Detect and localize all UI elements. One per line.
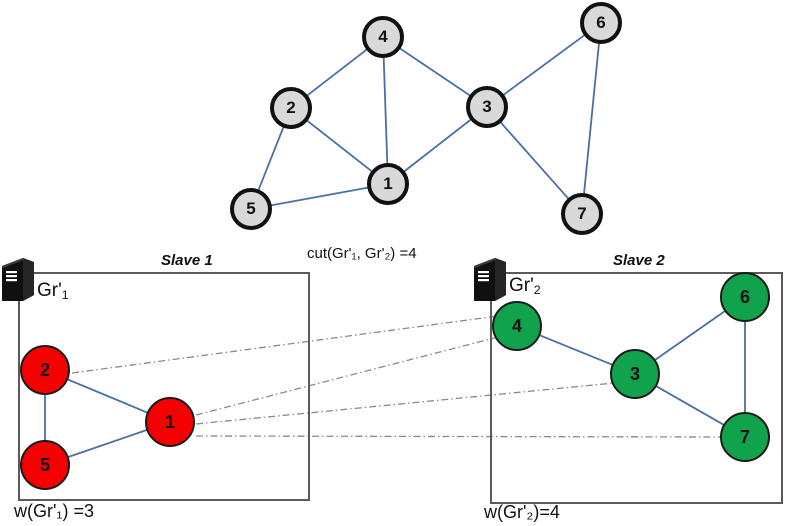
slave1-graph-name-prefix: Gr' — [37, 280, 62, 301]
slave2-edge-4-3 — [539, 334, 613, 366]
slave1-node-5[interactable]: 5 — [20, 440, 70, 490]
map-1-to-3 — [195, 382, 615, 425]
slave2-server-rack-icon — [473, 257, 507, 308]
slave1-weight-label: w(Gr'₁) =3 — [14, 501, 95, 521]
map-1-to-7 — [195, 435, 726, 438]
slave1-graph-edges — [44, 378, 148, 458]
slave2-graph-name-subscript: 2 — [533, 283, 541, 298]
main-edge-2-4 — [306, 48, 368, 97]
main-node-2-label: 2 — [286, 98, 296, 117]
main-node-4[interactable]: 4 — [362, 16, 404, 58]
main-edge-6-7 — [583, 42, 600, 195]
cut-value-label: cut(Gr'₁, Gr'₂) =4 — [307, 245, 417, 262]
slave1-graph-name: Gr'1 — [37, 280, 69, 302]
slave1-panel — [18, 272, 310, 501]
main-edge-3-7 — [500, 121, 569, 200]
main-node-4-label: 4 — [378, 27, 388, 46]
slave2-node-7-label: 7 — [739, 426, 750, 447]
slave1-node-2-label: 2 — [39, 359, 50, 380]
main-node-2[interactable]: 2 — [270, 87, 312, 129]
slave1-node-5-label: 5 — [39, 454, 50, 475]
main-edge-2-5 — [257, 126, 285, 191]
slave1-server-rack-icon — [1, 257, 35, 308]
slave2-node-7[interactable]: 7 — [720, 412, 770, 462]
main-node-7[interactable]: 7 — [561, 193, 603, 235]
main-node-3-label: 3 — [482, 97, 492, 116]
main-node-1-label: 1 — [383, 174, 393, 193]
main-node-5[interactable]: 5 — [230, 188, 272, 230]
slave1-graph-name-subscript: 1 — [61, 288, 69, 303]
slave2-node-3-label: 3 — [629, 363, 640, 384]
slave1-edge-2-1 — [67, 378, 148, 414]
map-2-to-4 — [71, 315, 499, 374]
main-edge-4-1 — [382, 57, 389, 164]
main-edge-1-3 — [403, 118, 472, 173]
slave2-title: Slave 2 — [613, 252, 665, 269]
slave2-graph-name: Gr'2 — [509, 275, 541, 297]
slave1-node-2[interactable]: 2 — [20, 345, 70, 395]
slave1-title: Slave 1 — [161, 252, 213, 269]
slave2-graph-edges — [539, 310, 746, 426]
slave2-node-4[interactable]: 4 — [492, 301, 542, 351]
main-node-3[interactable]: 3 — [466, 86, 508, 128]
partition-mapping-lines — [71, 315, 726, 438]
main-edge-4-3 — [399, 47, 471, 97]
slave2-graph-name-prefix: Gr' — [509, 275, 534, 296]
slave2-panel — [490, 272, 783, 504]
slave2-node-3[interactable]: 3 — [610, 349, 660, 399]
main-graph-edges — [257, 34, 600, 207]
slave2-edge-3-6 — [654, 310, 726, 361]
main-edge-3-6 — [503, 34, 585, 96]
slave1-node-1-label: 1 — [164, 411, 175, 432]
slave2-edge-3-7 — [655, 385, 725, 426]
main-node-6[interactable]: 6 — [580, 2, 622, 44]
main-node-6-label: 6 — [596, 13, 606, 32]
main-edge-2-1 — [306, 120, 373, 172]
main-node-7-label: 7 — [577, 204, 587, 223]
slave1-edge-5-1 — [67, 429, 148, 458]
main-edge-5-1 — [270, 186, 369, 207]
slave2-node-6-label: 6 — [739, 286, 750, 307]
slave1-node-1[interactable]: 1 — [145, 397, 195, 447]
slave2-weight-label: w(Gr'₂)=4 — [484, 502, 560, 522]
slave2-node-6[interactable]: 6 — [720, 272, 770, 322]
map-1-to-4 — [195, 336, 499, 416]
main-node-5-label: 5 — [246, 199, 256, 218]
slave2-node-4-label: 4 — [511, 315, 522, 336]
main-node-1[interactable]: 1 — [367, 163, 409, 205]
